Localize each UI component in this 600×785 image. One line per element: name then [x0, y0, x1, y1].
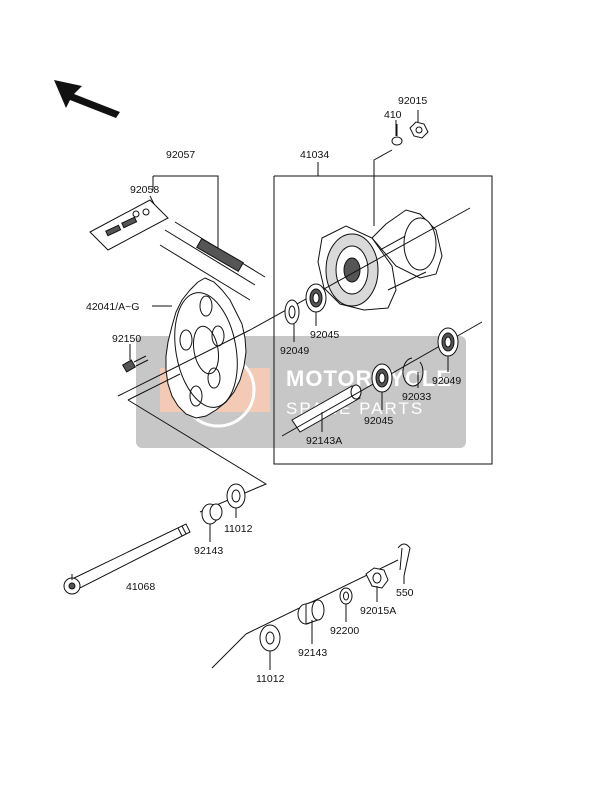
- label-410[interactable]: 410: [384, 109, 402, 121]
- chain-link-kit: [89, 195, 169, 251]
- washer-lower: [259, 624, 281, 652]
- label-41034[interactable]: 41034: [300, 149, 329, 161]
- bearing-right: [371, 363, 393, 393]
- cotter-pin: [397, 543, 411, 577]
- label-41068[interactable]: 41068: [126, 581, 155, 593]
- rear-axle: [63, 523, 191, 595]
- label-42041[interactable]: 42041/A~G: [86, 301, 139, 313]
- watermark-title: MOTORCYCLE: [286, 366, 452, 391]
- collar-upper: [201, 503, 223, 525]
- leader-lines: [71, 120, 449, 670]
- label-92057[interactable]: 92057: [166, 149, 195, 161]
- hub-assembly-box: [273, 162, 493, 465]
- label-92200[interactable]: 92200: [330, 625, 359, 637]
- label-92143A[interactable]: 92143A: [306, 435, 342, 447]
- rear-sprocket: [165, 277, 247, 419]
- rear-hub: [317, 209, 443, 311]
- label-92143-upper[interactable]: 92143: [194, 545, 223, 557]
- sprocket-bolt: [121, 355, 149, 373]
- washer-upper: [226, 483, 246, 509]
- axle-nut: [365, 567, 389, 589]
- label-11012-upper[interactable]: 11012: [224, 523, 253, 535]
- collar-lower: [297, 599, 325, 625]
- small-washer: [391, 124, 403, 146]
- chain-bracket: [152, 175, 219, 252]
- drive-chain: [159, 221, 266, 301]
- label-92045-right[interactable]: 92045: [364, 415, 393, 427]
- label-92015A[interactable]: 92015A: [360, 605, 396, 617]
- lower-left-axis: [211, 633, 247, 669]
- stud-leader-line: [373, 149, 393, 226]
- label-92045-left[interactable]: 92045: [310, 329, 339, 341]
- washer-92200: [339, 587, 353, 605]
- label-92049-right[interactable]: 92049: [432, 375, 461, 387]
- label-92015[interactable]: 92015: [398, 95, 427, 107]
- oil-seal-right: [437, 327, 459, 357]
- bracket-line-bottom: [127, 399, 268, 513]
- label-92143-lower[interactable]: 92143: [298, 647, 327, 659]
- label-11012-lower[interactable]: 11012: [256, 673, 285, 685]
- label-92033[interactable]: 92033: [402, 391, 431, 403]
- small-nut: [409, 110, 429, 139]
- front-direction-arrow-icon: [54, 80, 120, 118]
- oil-seal-left: [284, 299, 300, 325]
- label-92150[interactable]: 92150: [112, 333, 141, 345]
- circlip: [402, 357, 424, 387]
- sprocket-axis-line: [117, 329, 251, 397]
- label-92058[interactable]: 92058: [130, 184, 159, 196]
- bracket-line-top: [127, 373, 181, 401]
- bearing-left: [305, 283, 327, 313]
- label-92049-left[interactable]: 92049: [280, 345, 309, 357]
- label-550[interactable]: 550: [396, 587, 414, 599]
- part-labels: 92015 410 41034 92057 92058 42041/A~G 92…: [86, 95, 461, 685]
